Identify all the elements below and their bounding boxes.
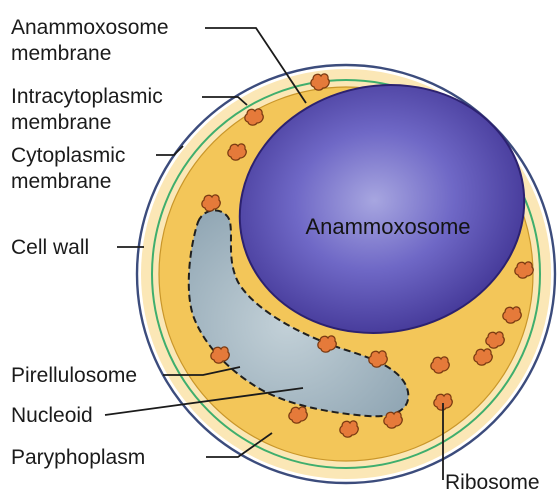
label-nucleoid: Nucleoid — [11, 404, 93, 427]
label-ribosome: Ribosome — [445, 471, 540, 494]
ribosome-icon — [340, 421, 358, 437]
ribosome-icon — [486, 332, 504, 348]
ribosome-icon — [311, 74, 329, 90]
ribosome-icon — [431, 357, 449, 373]
ribosome-icon — [369, 351, 387, 367]
ribosome-icon — [503, 307, 521, 323]
ribosome-icon — [515, 262, 533, 278]
label-intracytoplasmic-membrane: Intracytoplasmic membrane — [11, 85, 169, 134]
ribosome-icon — [384, 412, 402, 428]
label-pirellulosome: Pirellulosome — [11, 364, 137, 387]
label-anammoxosome: Anammoxosome — [305, 214, 470, 239]
ribosome-icon — [228, 144, 246, 160]
ribosome-icon — [245, 109, 263, 125]
ribosome-icon — [289, 407, 307, 423]
ribosome-icon — [318, 336, 336, 352]
ribosome-icon — [474, 349, 492, 365]
ribosome-icon — [202, 195, 220, 211]
ribosome-icon — [211, 347, 229, 363]
label-cytoplasmic-membrane: Cytoplasmic membrane — [11, 144, 131, 193]
label-anammoxosome-membrane: Anammoxosome membrane — [11, 16, 174, 65]
label-cell-wall: Cell wall — [11, 236, 89, 259]
label-paryphoplasm: Paryphoplasm — [11, 446, 145, 469]
